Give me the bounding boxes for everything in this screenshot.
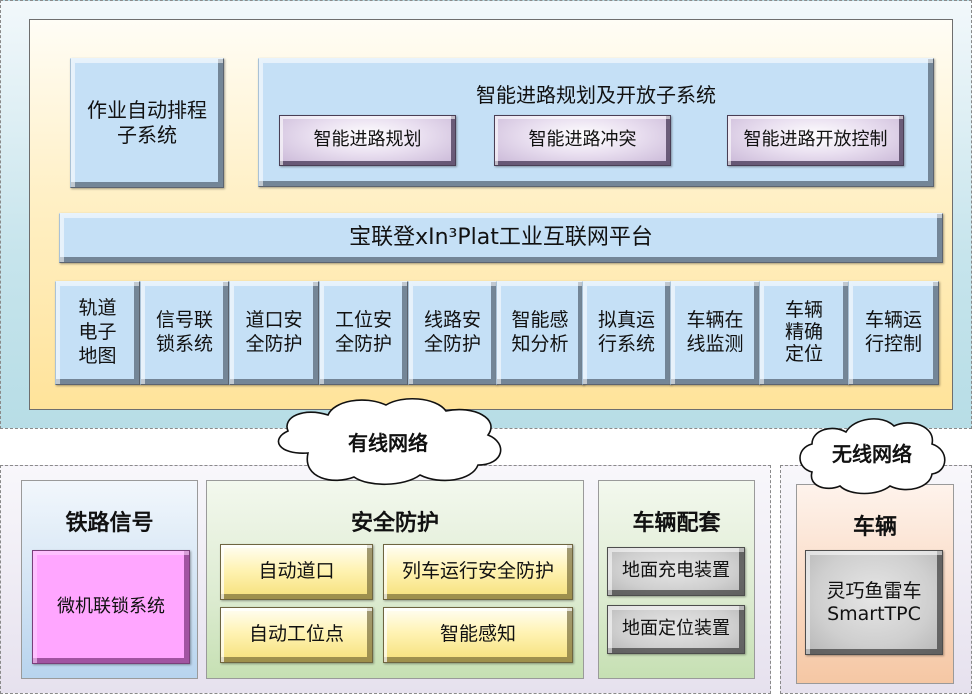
function-module-vehicle-monitoring: 车辆在 线监测: [670, 281, 760, 385]
safety-protection-title: 安全防护: [350, 511, 439, 536]
function-module-line-safety: 线路安 全防护: [408, 281, 497, 385]
cloud-icon: [277, 397, 502, 486]
iot-platform-bar: 宝联登xIn³Plat工业互联网平台: [59, 213, 943, 263]
smart-tpc-module: 灵巧鱼雷车 SmartTPC: [805, 550, 943, 655]
wireless-network-cloud: 无线网络: [794, 414, 950, 496]
computer-interlocking-module: 微机联锁系统: [32, 550, 190, 664]
smart-perception-module: 智能感知: [383, 607, 573, 663]
cloud-icon: [799, 418, 946, 495]
wired-network-cloud: 有线网络: [268, 395, 508, 487]
function-module-signal-interlock: 信号联 锁系统: [140, 281, 229, 385]
function-module-perception-analysis: 智能感 知分析: [496, 281, 584, 385]
function-module-vehicle-control: 车辆运 行控制: [848, 281, 939, 385]
auto-crossing-module: 自动道口: [220, 544, 373, 600]
scheduling-subsystem-box: 作业自动排程 子系统: [70, 58, 224, 188]
vehicle-title: 车辆: [852, 515, 897, 540]
function-module-crossing-safety: 道口安 全防护: [229, 281, 319, 385]
ground-positioning-module: 地面定位装置: [607, 605, 745, 654]
vehicle-supporting-title: 车辆配套: [632, 511, 721, 536]
route-subsystem-title: 智能进路规划及开放子系统: [476, 83, 716, 107]
function-module-station-safety: 工位安 全防护: [319, 281, 408, 385]
train-safety-module: 列车运行安全防护: [383, 544, 573, 600]
ground-charging-module: 地面充电装置: [607, 547, 745, 596]
function-module-vehicle-positioning: 车辆 精确 定位: [759, 281, 849, 385]
function-module-simulation: 拟真运 行系统: [582, 281, 671, 385]
route-planning-module: 智能进路规划: [279, 115, 456, 166]
route-conflict-module: 智能进路冲突: [494, 115, 671, 166]
route-open-control-module: 智能进路开放控制: [727, 115, 904, 166]
railway-signal-title: 铁路信号: [65, 511, 154, 536]
wireless-network-label: 无线网络: [832, 442, 912, 466]
wired-network-label: 有线网络: [348, 431, 428, 455]
auto-workstation-module: 自动工位点: [220, 607, 373, 663]
function-module-track-map: 轨道 电子 地图: [55, 281, 140, 385]
